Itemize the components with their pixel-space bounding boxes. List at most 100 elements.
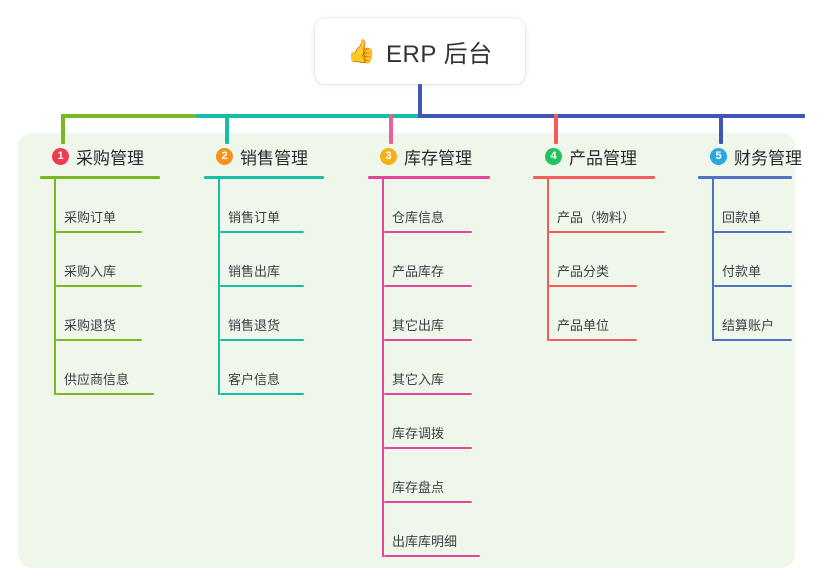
thumbs-up-emoji: 👍 bbox=[347, 37, 377, 64]
stub-connector-2 bbox=[225, 114, 229, 144]
stub-connector-3 bbox=[389, 114, 393, 144]
connector-segment-teal bbox=[195, 114, 420, 118]
list-item[interactable]: 销售退货 bbox=[220, 287, 346, 341]
list-item-rule bbox=[220, 231, 304, 233]
diagram-panel-background bbox=[18, 133, 795, 568]
column-underline-1 bbox=[40, 176, 160, 179]
column-spine-1 bbox=[54, 179, 56, 395]
column-spine-4 bbox=[547, 179, 549, 341]
column-3: 3 库存管理仓库信息产品库存其它出库其它入库库存调拨库存盘点出库库明细 bbox=[360, 144, 512, 557]
list-item-label: 供应商信息 bbox=[64, 372, 130, 387]
list-item[interactable]: 结算账户 bbox=[714, 287, 814, 341]
list-item[interactable]: 出库库明细 bbox=[384, 503, 512, 557]
list-item-rule bbox=[384, 393, 472, 395]
list-item[interactable]: 其它入库 bbox=[384, 341, 512, 395]
column-header-3[interactable]: 3 库存管理 bbox=[360, 144, 512, 168]
list-item-rule bbox=[384, 339, 472, 341]
column-header-2[interactable]: 2 销售管理 bbox=[196, 144, 346, 168]
list-item-label: 销售出库 bbox=[228, 264, 281, 279]
column-title-3: 库存管理 bbox=[404, 148, 472, 168]
list-item[interactable]: 库存盘点 bbox=[384, 449, 512, 503]
list-item-label: 销售退货 bbox=[228, 318, 281, 333]
column-underline-4 bbox=[533, 176, 655, 179]
column-badge-4: 4 bbox=[545, 147, 562, 165]
list-item-rule bbox=[56, 339, 142, 341]
column-header-5[interactable]: 5 财务管理 bbox=[690, 144, 814, 168]
column-badge-3: 3 bbox=[380, 147, 397, 165]
column-underline-5 bbox=[698, 176, 792, 179]
trunk-connector bbox=[418, 82, 422, 118]
connector-segment-blue bbox=[418, 114, 805, 118]
list-item[interactable]: 产品分类 bbox=[549, 233, 677, 287]
column-underline-3 bbox=[368, 176, 490, 179]
column-title-4: 产品管理 bbox=[569, 148, 637, 168]
stub-connector-5 bbox=[719, 114, 723, 144]
list-item-rule bbox=[714, 285, 792, 287]
list-item[interactable]: 库存调拨 bbox=[384, 395, 512, 449]
list-item-rule bbox=[220, 393, 304, 395]
list-item[interactable]: 回款单 bbox=[714, 179, 814, 233]
list-item-label: 出库库明细 bbox=[392, 534, 458, 549]
column-items-4: 产品（物料） 产品分类产品单位 bbox=[525, 179, 677, 341]
list-item[interactable]: 付款单 bbox=[714, 233, 814, 287]
column-badge-2: 2 bbox=[216, 147, 233, 165]
list-item-rule bbox=[549, 231, 665, 233]
list-item-rule bbox=[384, 231, 472, 233]
list-item-label: 采购订单 bbox=[64, 210, 117, 225]
column-title-1: 采购管理 bbox=[76, 148, 144, 168]
list-item-label: 回款单 bbox=[722, 210, 762, 225]
column-underline-2 bbox=[204, 176, 324, 179]
list-item-label: 仓库信息 bbox=[392, 210, 445, 225]
list-item[interactable]: 采购入库 bbox=[56, 233, 182, 287]
column-5: 5 财务管理回款单付款单结算账户 bbox=[690, 144, 814, 341]
connector-segment-green bbox=[61, 114, 195, 118]
list-item-rule bbox=[384, 447, 472, 449]
column-items-1: 采购订单采购入库采购退货供应商信息 bbox=[32, 179, 182, 395]
list-item-label: 产品库存 bbox=[392, 264, 445, 279]
list-item-rule bbox=[549, 285, 637, 287]
list-item-rule bbox=[220, 285, 304, 287]
list-item[interactable]: 产品单位 bbox=[549, 287, 677, 341]
column-spine-2 bbox=[218, 179, 220, 395]
list-item[interactable]: 仓库信息 bbox=[384, 179, 512, 233]
list-item[interactable]: 销售出库 bbox=[220, 233, 346, 287]
column-badge-5: 5 bbox=[710, 147, 727, 165]
list-item-rule bbox=[384, 285, 472, 287]
column-spine-5 bbox=[712, 179, 714, 341]
list-item[interactable]: 销售订单 bbox=[220, 179, 346, 233]
list-item-rule bbox=[384, 501, 472, 503]
column-badge-1: 1 bbox=[52, 147, 69, 165]
list-item-label: 其它出库 bbox=[392, 318, 445, 333]
list-item-label: 产品（物料） bbox=[557, 210, 636, 225]
page-title: ERP 后台 bbox=[386, 40, 493, 68]
column-title-2: 销售管理 bbox=[240, 148, 308, 168]
list-item[interactable]: 采购订单 bbox=[56, 179, 182, 233]
list-item-rule bbox=[56, 393, 154, 395]
column-spine-3 bbox=[382, 179, 384, 557]
list-item-label: 客户信息 bbox=[228, 372, 281, 387]
list-item-rule bbox=[714, 231, 792, 233]
column-items-2: 销售订单销售出库销售退货客户信息 bbox=[196, 179, 346, 395]
list-item-label: 产品分类 bbox=[557, 264, 610, 279]
list-item-label: 库存盘点 bbox=[392, 480, 445, 495]
column-header-1[interactable]: 1 采购管理 bbox=[32, 144, 182, 168]
list-item-rule bbox=[549, 339, 637, 341]
column-4: 4 产品管理产品（物料） 产品分类产品单位 bbox=[525, 144, 677, 341]
list-item[interactable]: 产品（物料） bbox=[549, 179, 677, 233]
list-item-rule bbox=[56, 231, 142, 233]
list-item[interactable]: 其它出库 bbox=[384, 287, 512, 341]
list-item-rule bbox=[384, 555, 480, 557]
stub-connector-4 bbox=[554, 114, 558, 144]
column-header-4[interactable]: 4 产品管理 bbox=[525, 144, 677, 168]
list-item[interactable]: 采购退货 bbox=[56, 287, 182, 341]
list-item[interactable]: 供应商信息 bbox=[56, 341, 182, 395]
column-2: 2 销售管理销售订单销售出库销售退货客户信息 bbox=[196, 144, 346, 395]
list-item-label: 采购退货 bbox=[64, 318, 117, 333]
column-items-5: 回款单付款单结算账户 bbox=[690, 179, 814, 341]
list-item[interactable]: 产品库存 bbox=[384, 233, 512, 287]
list-item[interactable]: 客户信息 bbox=[220, 341, 346, 395]
column-1: 1 采购管理采购订单采购入库采购退货供应商信息 bbox=[32, 144, 182, 395]
diagram-title-card: 👍 ERP 后台 bbox=[315, 18, 525, 84]
column-title-5: 财务管理 bbox=[734, 148, 802, 168]
